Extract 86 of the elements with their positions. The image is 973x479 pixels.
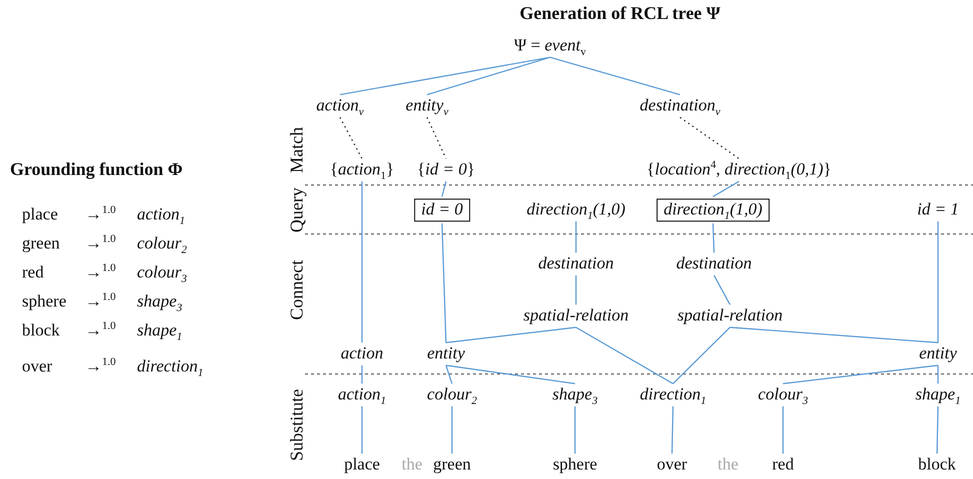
tree-branch-line [451,406,453,454]
term-label: action$_{v}$ [316,96,364,116]
tree-branch-line [671,406,674,454]
dotted-connector [426,117,447,159]
word-label: block [918,456,956,474]
term-label: direction$_{1}$ [640,386,706,404]
word-label: place [344,456,380,474]
tree-branch-line [575,221,577,253]
boxed-term: direction$_{1}$(1,0) [656,198,770,222]
tree-branch-line [712,180,740,198]
term-label: colour$_{3}$ [758,386,808,404]
word-label: red [772,456,794,474]
term-label: shape$_{1}$ [915,386,961,404]
tree-branch-line [441,181,447,197]
word-label: green [433,456,471,474]
term-label: colour$_{2}$ [137,234,187,254]
tree-branch-line [712,223,715,253]
tree-branch-line [361,181,363,343]
term-label: shape$_{3}$ [137,292,182,312]
term-label: spatial-relation [677,306,783,326]
term-label: colour$_{3}$ [137,264,187,282]
match-set: {id = 0} [416,160,476,180]
word-label: over [656,456,688,474]
tree-branch-line [361,406,363,454]
tree-branch-line [446,326,576,344]
tree-branch-line [782,406,784,454]
tree-branch-line [361,365,363,384]
dotted-connector [339,117,363,159]
word-label: place [22,206,58,224]
tree-branch-line [937,365,939,384]
term-label: id = 1 [917,200,959,220]
tree-branch-line [426,56,550,96]
tree-branch-line [575,275,577,305]
section-label: Match [286,127,308,173]
term-label: shape$_{1}$ [137,322,182,340]
mapping-arrow: →$^{1.0}$ [85,292,116,312]
word-label: over [22,358,52,376]
dotted-connector [680,116,740,160]
tree-branch-line [446,364,576,384]
term-label: action [340,344,384,364]
term-label: destination [676,254,752,274]
tree-branch-line [936,406,939,454]
word-label: sphere [552,456,598,474]
term-label: destination$_{v}$ [640,96,720,116]
term-label: entity$_{v}$ [406,96,448,116]
word-label: red [22,264,44,282]
term-label: direction$_{1}$ [137,358,204,376]
tree-branch-line [782,364,938,384]
term-label: action$_{1}$ [338,386,386,404]
mapping-arrow: →$^{1.0}$ [85,358,116,376]
title: Generation of RCL tree Ψ [520,4,720,24]
word-label: green [22,234,60,254]
tree-branch-line [574,406,576,454]
mapping-arrow: →$^{1.0}$ [85,234,116,254]
term-label: entity [919,344,957,364]
tree-branch-line [713,275,731,305]
term-label: destination [538,254,614,274]
mapping-arrow: →$^{1.0}$ [85,206,116,224]
mapping-arrow: →$^{1.0}$ [85,264,116,282]
match-set: {location$^{4}$, direction$_{1}$(0,1)} [646,160,832,180]
word-label: the [718,456,738,474]
section-label: Substitute [286,389,308,461]
term-label: spatial-relation [523,306,629,326]
word-label: block [22,322,60,340]
match-set: {action$_{1}$} [330,160,394,180]
tree-branch-line [937,221,939,343]
heading: Grounding function Φ [10,160,183,180]
word-label: the [402,456,422,474]
tree-branch-line [730,326,938,344]
tree-branch-line [340,56,550,96]
boxed-term: id = 0 [414,198,470,222]
term-label: direction$_{1}$(1,0) [526,200,626,220]
section-label: Query [286,188,308,232]
root-term: Ψ = event$_{v}$ [514,36,586,56]
term-label: entity [427,344,465,364]
tree-branch-line [441,223,447,343]
tree-branch-line [672,326,730,384]
word-label: sphere [22,292,66,312]
tree-branch-line [550,56,680,96]
mapping-arrow: →$^{1.0}$ [85,322,116,340]
tree-branch-line [445,365,453,384]
term-label: colour$_{2}$ [427,386,477,404]
term-label: shape$_{3}$ [552,386,598,404]
term-label: action$_{1}$ [137,206,185,224]
section-label: Connect [286,260,308,320]
tree-branch-line [576,326,674,384]
